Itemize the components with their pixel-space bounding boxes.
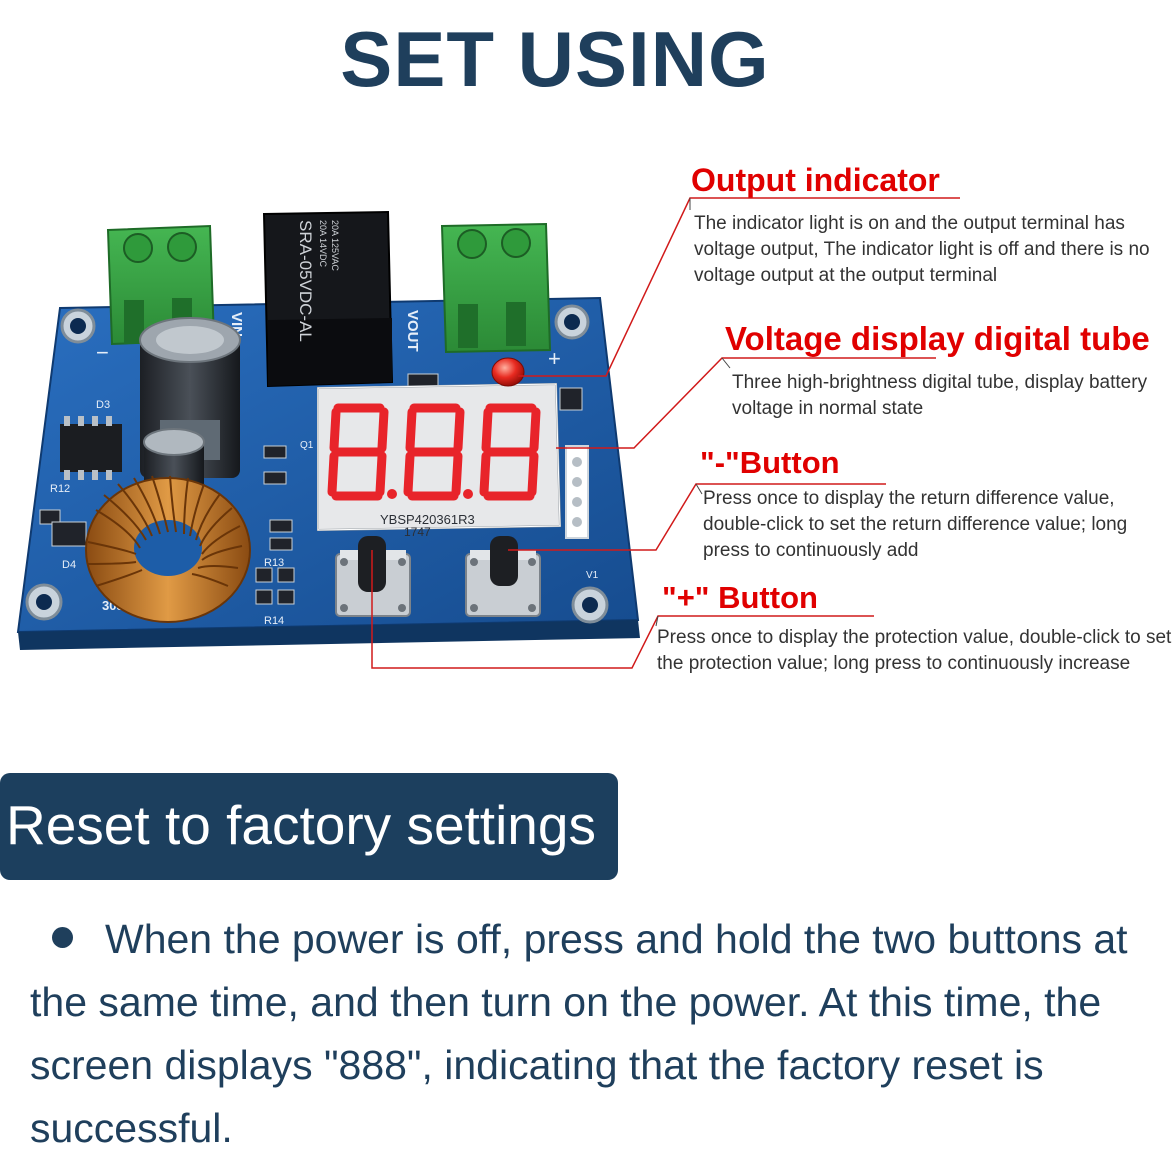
label-v1: V1	[586, 570, 599, 581]
callout-desc-minus-button: Press once to display the return differe…	[703, 488, 1128, 561]
label-q1: Q1	[300, 440, 314, 451]
callout-desc-output-indicator: The indicator light is on and the output…	[694, 213, 1150, 286]
vout-plus-sign: +	[548, 346, 561, 371]
pcb-board: SRA-05VDC-AL 20A 14VDC 20A 125VAC VIN VO…	[16, 210, 640, 650]
header-pins	[565, 445, 589, 539]
bullet-icon	[52, 926, 73, 948]
callout-title-plus-button: "+" Button	[662, 580, 818, 615]
board-illustration: SRA-05VDC-AL 20A 14VDC 20A 125VAC VIN VO…	[0, 150, 660, 670]
relay-spec-2: 20A 125VAC	[330, 220, 340, 271]
label-d3: D3	[96, 399, 110, 411]
display-model: YBSP420361R3	[380, 512, 475, 527]
callout-desc-display: Three high-brightness digital tube, disp…	[732, 372, 1148, 419]
reset-heading: Reset to factory settings	[6, 794, 596, 856]
output-terminal-block	[440, 222, 552, 354]
vout-label: VOUT	[404, 310, 421, 352]
relay-model-label: SRA-05VDC-AL	[296, 220, 315, 342]
relay: SRA-05VDC-AL 20A 14VDC 20A 125VAC	[262, 210, 394, 388]
segment-digits	[327, 403, 541, 501]
digital-tube-display: YBSP420361R3	[317, 382, 562, 532]
toroid-inductor	[85, 475, 251, 623]
label-r14: R14	[264, 615, 284, 627]
callout-title-minus-button: "-"Button	[700, 445, 840, 480]
vin-minus-sign: −	[96, 340, 109, 365]
page-title: SET USING	[340, 15, 770, 103]
reset-instructions: When the power is off, press and hold th…	[30, 908, 1170, 1160]
label-d4: D4	[62, 559, 76, 571]
ic-chip	[60, 416, 122, 480]
label-r12: R12	[50, 483, 70, 495]
reset-heading-banner: Reset to factory settings	[0, 773, 618, 880]
callout-desc-plus-button: Press once to display the protection val…	[657, 627, 1172, 674]
reset-instructions-text: When the power is off, press and hold th…	[30, 916, 1128, 1151]
callout-title-output-indicator: Output indicator	[691, 162, 940, 198]
display-code: 1747	[404, 525, 431, 539]
label-r13: R13	[264, 557, 284, 569]
callout-title-display: Voltage display digital tube	[725, 320, 1150, 357]
relay-spec-1: 20A 14VDC	[318, 220, 328, 268]
output-indicator-led	[491, 357, 525, 387]
